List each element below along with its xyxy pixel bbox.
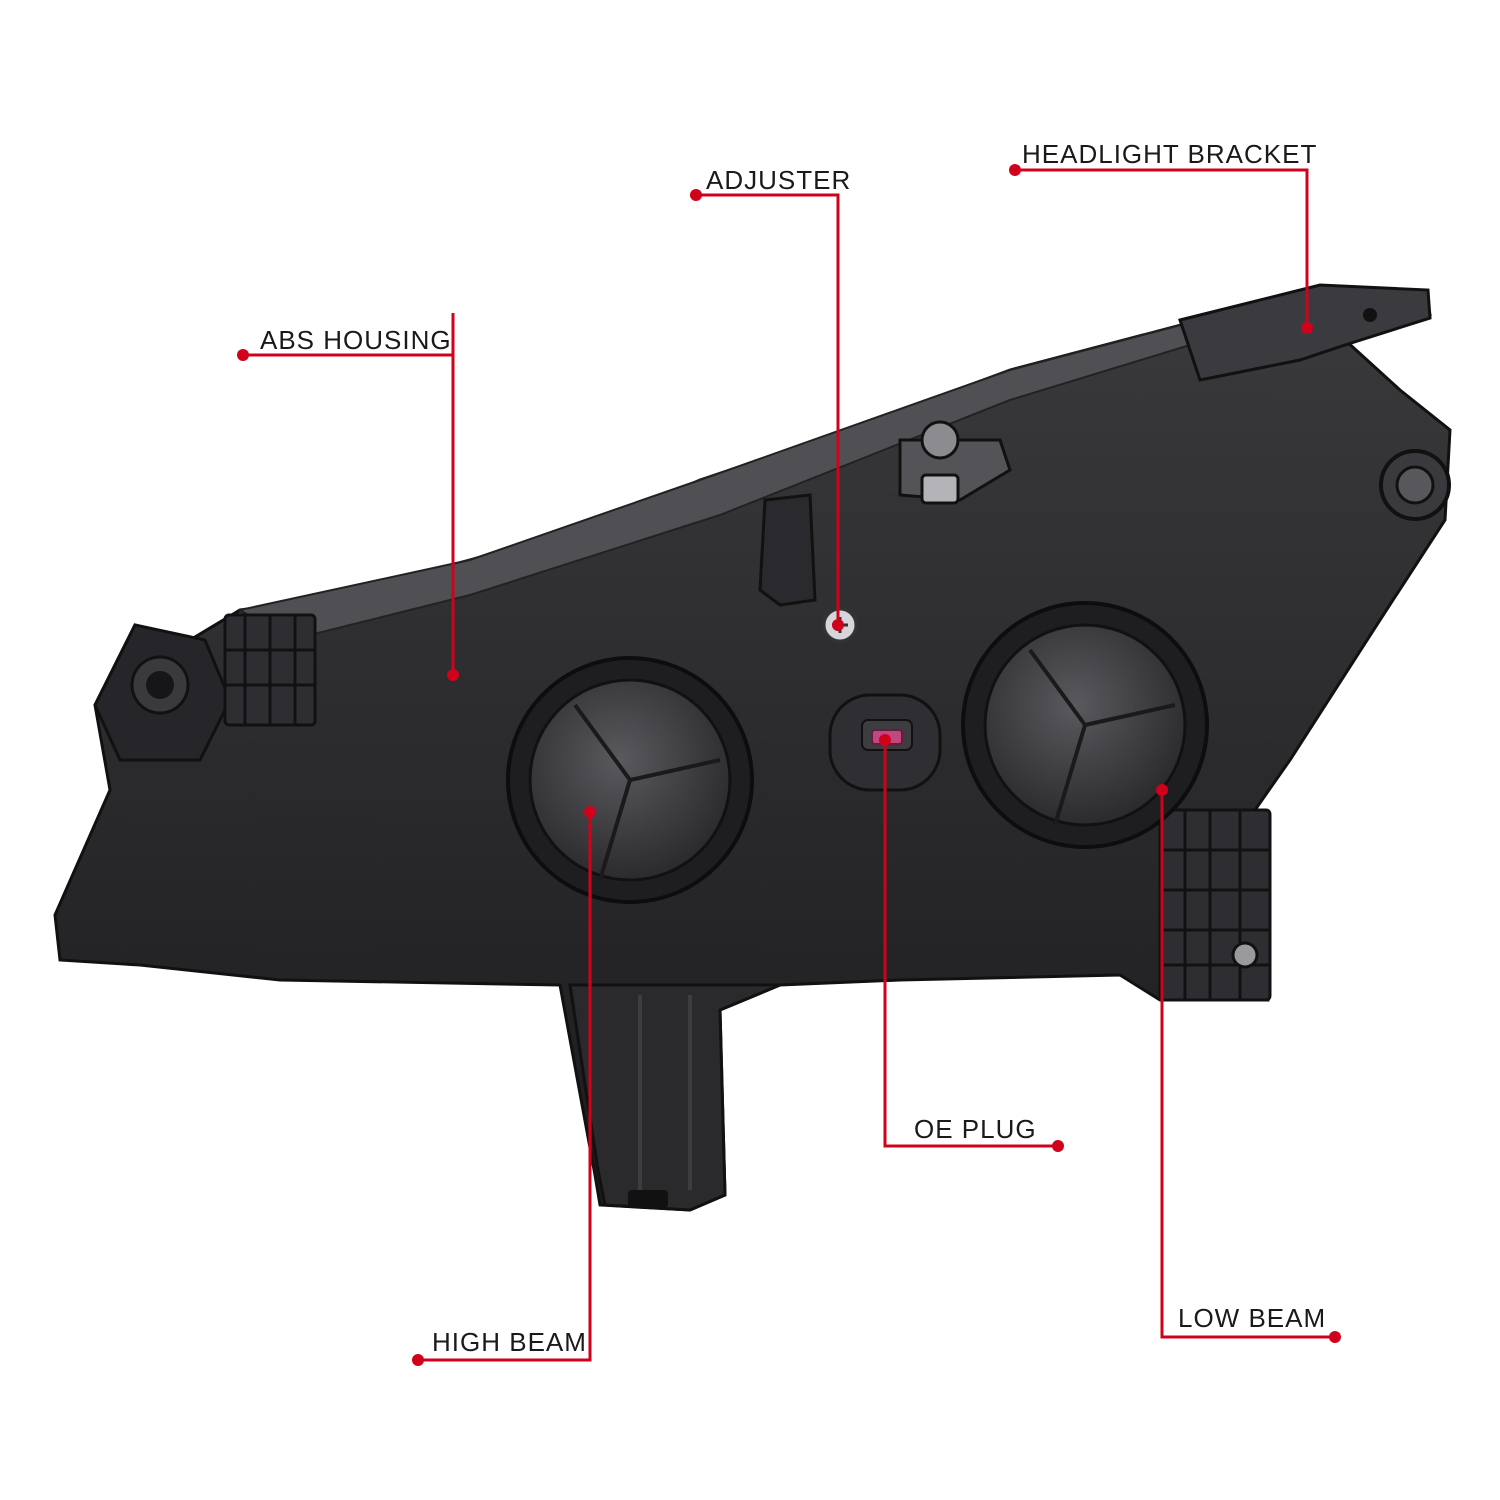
dot-adjuster-label (690, 189, 702, 201)
dot-high-beam-label (412, 1354, 424, 1366)
dot-oe-plug-target (879, 734, 891, 746)
dot-high-beam-target (584, 806, 596, 818)
dot-adjuster-target (832, 619, 844, 631)
dot-low-beam-target (1156, 784, 1168, 796)
leader-adjuster (696, 193, 840, 625)
left-mount-tab (93, 623, 232, 762)
label-abs-housing: ABS HOUSING (260, 325, 452, 355)
abs-housing-shape (53, 288, 1452, 1212)
dot-headlight-bracket-target (1301, 322, 1313, 334)
bottom-mount-tower (568, 983, 781, 1212)
dot-abs-housing-label (237, 349, 249, 361)
label-adjuster: ADJUSTER (706, 165, 852, 195)
label-oe-plug: OE PLUG (914, 1114, 1037, 1144)
right-bracket-grid (1158, 808, 1272, 1002)
label-low-beam: LOW BEAM (1178, 1303, 1327, 1333)
leader-low-beam (1160, 790, 1335, 1339)
label-high-beam: HIGH BEAM (432, 1327, 587, 1357)
dot-low-beam-label (1329, 1331, 1341, 1343)
adjuster-post (758, 420, 1012, 643)
dot-abs-housing-target (447, 669, 459, 681)
high-beam-cap (506, 656, 754, 904)
leader-lines (243, 168, 1335, 1362)
left-rib-structure (223, 613, 317, 727)
low-beam-cap (961, 601, 1209, 849)
leader-oe-plug (883, 740, 1058, 1148)
dot-headlight-bracket-label (1009, 164, 1021, 176)
label-headlight-bracket: HEADLIGHT BRACKET (1022, 139, 1318, 169)
leader-high-beam (418, 812, 592, 1362)
leader-headlight-bracket (1015, 168, 1309, 328)
leader-dots (237, 164, 1341, 1366)
dot-oe-plug-label (1052, 1140, 1064, 1152)
